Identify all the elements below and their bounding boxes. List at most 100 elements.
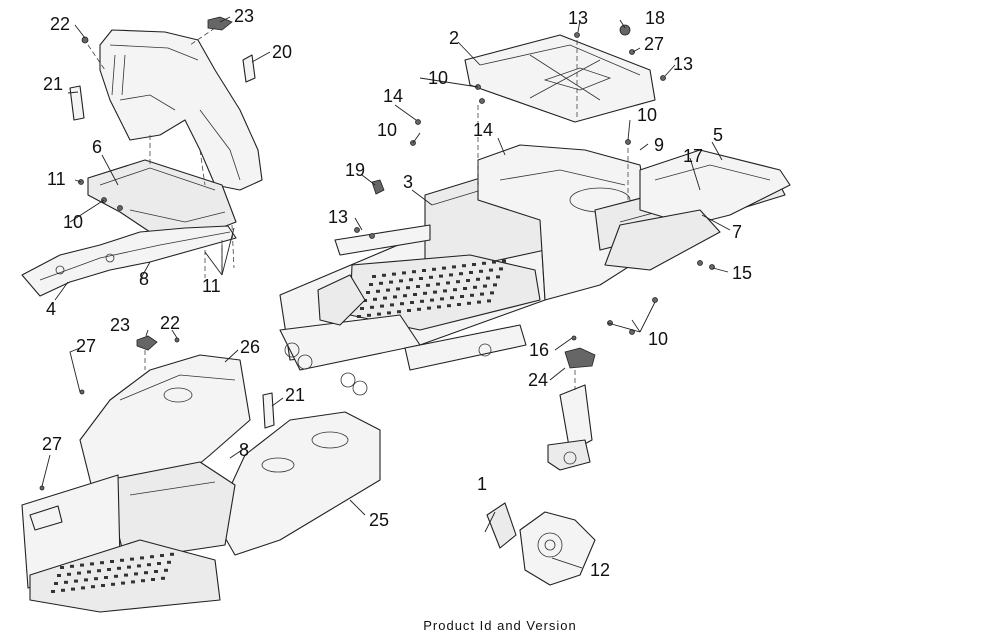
floor-hole [80, 563, 84, 567]
callout-10d: 10 [63, 212, 83, 232]
floor-hole [160, 554, 164, 557]
floor-hole [426, 283, 430, 287]
floor-hole [432, 267, 436, 271]
callout-14b: 14 [473, 120, 493, 140]
floor-hole [57, 574, 61, 577]
floor-hole [452, 265, 456, 269]
callout-21a: 21 [43, 74, 63, 94]
callout-19: 19 [345, 160, 365, 180]
floor-hole [154, 570, 158, 573]
diagram-caption: Product Id and Version [423, 618, 577, 633]
callout-10a: 10 [428, 68, 448, 88]
floor-hole [443, 289, 447, 293]
floor-hole [117, 566, 121, 570]
floor-pan-grid [349, 254, 541, 331]
caster-fork-12 [486, 502, 596, 586]
bottom-floor-pan [29, 539, 221, 613]
floor-hole [423, 291, 427, 295]
floor-hole [490, 291, 494, 295]
shock-absorber-24 [547, 347, 596, 471]
floor-hole [140, 556, 144, 560]
floor-hole [486, 276, 490, 280]
floor-hole [131, 580, 135, 584]
floor-hole [77, 571, 81, 575]
floor-hole [493, 283, 497, 287]
floor-hole [97, 569, 101, 573]
top-plate-2 [464, 34, 656, 123]
floor-hole [74, 579, 78, 583]
floor-hole [383, 296, 387, 300]
floor-hole [386, 288, 390, 292]
callout-2: 2 [449, 28, 459, 48]
seat-deck-plate [78, 135, 237, 241]
callout-22b: 22 [160, 313, 180, 333]
floor-hole [87, 570, 91, 574]
callout-10b: 10 [377, 120, 397, 140]
floor-hole [460, 295, 464, 298]
floor-hole [472, 263, 476, 266]
floor-hole [51, 590, 55, 593]
floor-hole [400, 302, 404, 306]
floor-hole [399, 279, 403, 283]
callout-17: 17 [683, 146, 703, 166]
floor-hole [403, 294, 407, 298]
callout-9: 9 [654, 135, 664, 155]
callout-27c: 27 [42, 434, 62, 454]
floor-hole [64, 580, 68, 584]
floor-hole [459, 272, 463, 276]
floor-hole [420, 299, 424, 303]
floor-hole [369, 283, 373, 286]
fender-assembly-bottom [21, 354, 381, 589]
floor-hole [393, 295, 397, 299]
floor-hole [453, 288, 457, 292]
floor-hole [447, 304, 451, 308]
floor-hole [449, 273, 453, 277]
floor-hole [164, 568, 168, 572]
floor-hole [130, 557, 134, 561]
floor-hole [54, 582, 58, 585]
floor-hole [151, 578, 155, 581]
loose-parts-bottom [29, 335, 275, 531]
floor-hole [357, 315, 361, 318]
floor-hole [446, 281, 450, 285]
callout-13b: 13 [673, 54, 693, 74]
floor-hole [114, 574, 118, 578]
floor-hole [440, 297, 444, 301]
floor-hole [480, 292, 484, 296]
floor-hole [67, 572, 71, 576]
floor-hole [499, 267, 503, 271]
floor-hole [392, 272, 396, 276]
floor-hole [124, 573, 128, 577]
floor-hole [370, 305, 374, 309]
floor-hole [360, 307, 364, 310]
floor-hole [450, 296, 454, 300]
floor-hole [60, 566, 64, 569]
floor-hole [387, 311, 391, 315]
floor-hole [409, 278, 413, 282]
callout-26: 26 [240, 337, 260, 357]
leader-lines [41, 16, 731, 569]
callout-labels: 1 2 3 4 5 6 7 8 8 9 10 10 10 10 10 11 11… [42, 6, 752, 580]
callout-6: 6 [92, 137, 102, 157]
floor-hole [373, 297, 377, 301]
floor-hole [389, 280, 393, 284]
floor-hole [462, 264, 466, 268]
floor-hole [396, 287, 400, 291]
callout-4: 4 [46, 299, 56, 319]
floor-hole [457, 303, 461, 306]
floor-hole [482, 261, 486, 265]
floor-hole [100, 561, 104, 565]
floor-hole [427, 306, 431, 310]
floor-hole [492, 260, 496, 264]
callout-27b: 27 [76, 336, 96, 356]
bottom-floor-pan-holes [51, 552, 174, 593]
callout-25: 25 [369, 510, 389, 530]
front-axle-casters [279, 274, 527, 396]
callout-11b: 11 [202, 276, 221, 296]
floor-hole [380, 304, 384, 308]
floor-hole [120, 558, 124, 562]
floor-hole [382, 273, 386, 277]
callout-13c: 13 [328, 207, 348, 227]
floor-hole [84, 578, 88, 582]
callout-5: 5 [713, 125, 723, 145]
